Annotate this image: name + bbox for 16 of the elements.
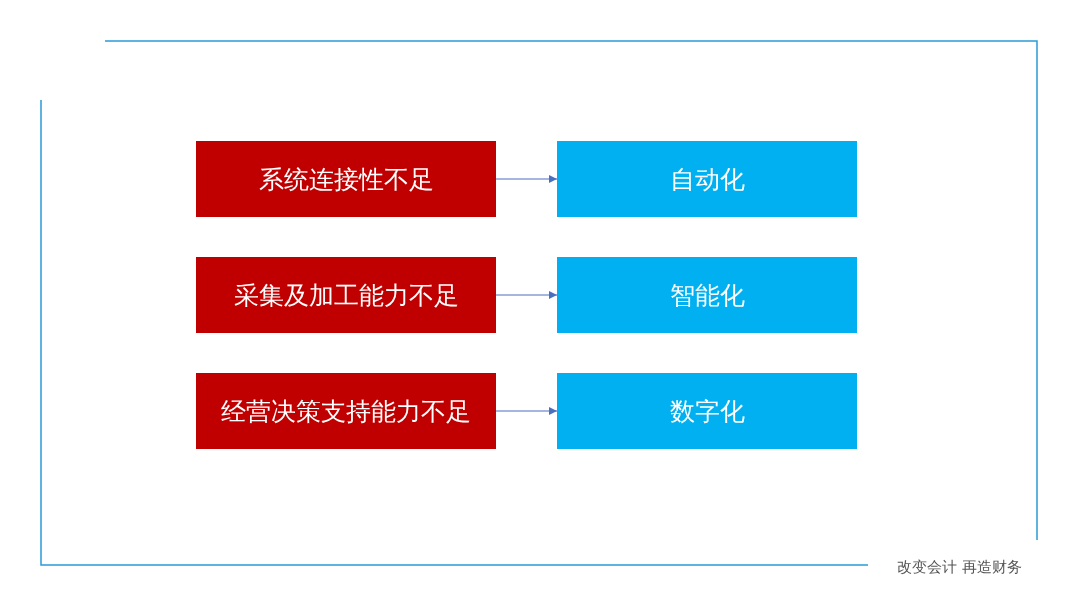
text-box bbox=[196, 141, 496, 217]
arrow bbox=[495, 290, 558, 300]
text-box bbox=[557, 373, 857, 449]
box-label: 采集及加工能力不足 bbox=[233, 279, 459, 312]
box-label: 自动化 bbox=[669, 163, 745, 196]
box-label: 经营决策支持能力不足 bbox=[221, 395, 471, 428]
text-box bbox=[557, 257, 857, 333]
text-box bbox=[557, 141, 857, 217]
text-box bbox=[196, 373, 496, 449]
slogan-text: 改变会计 再造财务 bbox=[897, 558, 1022, 577]
arrow bbox=[495, 174, 558, 184]
text-box bbox=[196, 257, 496, 333]
box-label: 智能化 bbox=[669, 279, 745, 312]
box-label: 数字化 bbox=[669, 395, 745, 428]
box-label: 系统连接性不足 bbox=[258, 163, 434, 196]
arrow bbox=[495, 406, 558, 416]
